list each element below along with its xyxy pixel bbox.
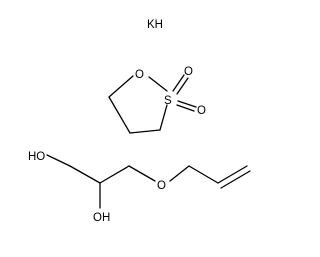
bond-c4-c5	[188, 165, 219, 184]
atom-sulfur: S	[164, 95, 172, 107]
bond-ring-s-c3	[159, 104, 168, 131]
bond-ring-c3-c2	[129, 129, 161, 134]
bond-ring-o-s	[148, 76, 168, 92]
bond-ring-c2-c1	[108, 96, 131, 134]
bond-c1-c2	[69, 165, 101, 184]
bond-s-oxo-bottom-b	[176, 104, 195, 112]
atom-hydroxyl-secondary: OH	[93, 212, 110, 224]
bond-s-oxo-top-a	[172, 74, 185, 92]
atom-ring-oxygen: O	[135, 69, 144, 81]
bond-ring-c1-o	[108, 75, 134, 98]
bond-c5-c6-a	[217, 165, 248, 184]
reagent-label: KH	[147, 19, 163, 31]
bond-s-oxo-bottom-a	[177, 100, 197, 108]
structure-canvas: KH O S O O HO OH O	[28, 19, 251, 224]
bond-c2-c3	[99, 165, 130, 184]
sultone-molecule: O S O O	[108, 66, 206, 134]
bond-s-oxo-top-b	[176, 77, 189, 95]
bond-ho-c1	[46, 154, 71, 167]
atom-ether-oxygen: O	[157, 180, 166, 192]
atom-oxo-top: O	[184, 66, 193, 78]
bond-c3-o	[128, 165, 156, 182]
allyloxy-propanediol-molecule: HO OH O	[28, 151, 251, 224]
bond-c5-c6-b	[220, 170, 251, 189]
chemical-structure-drawing: KH O S O O HO OH O	[28, 19, 251, 224]
atom-oxo-bottom: O	[197, 105, 206, 117]
atom-hydroxyl-terminal: HO	[28, 151, 45, 163]
bond-o-c4	[169, 165, 190, 182]
